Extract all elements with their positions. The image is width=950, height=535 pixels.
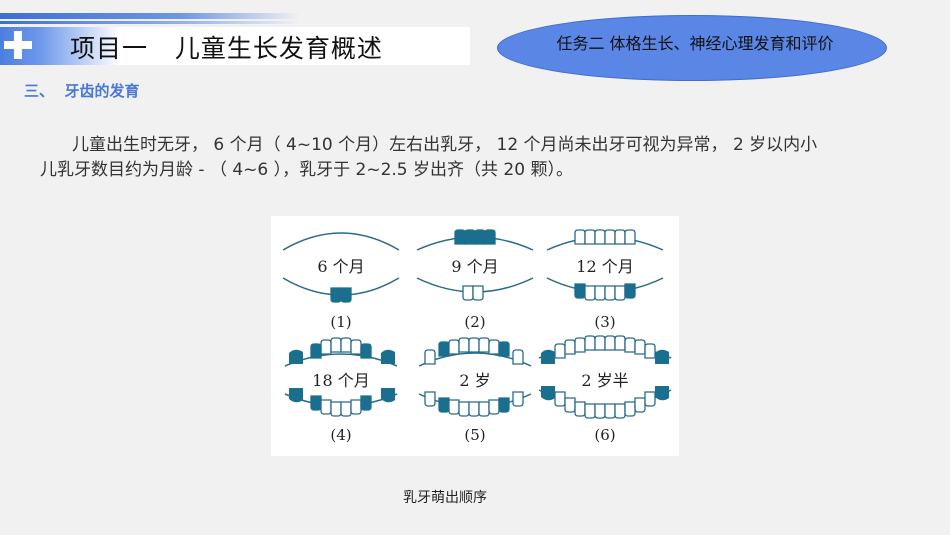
panel-3: 12 个月 (3) [546, 229, 664, 331]
task-title: 任务二 体格生长、神经心理发育和评价 [556, 34, 834, 53]
teeth-diagram: 6 个月 (1) 9 个月 (2) [282, 229, 672, 444]
page-title: 项目一 儿童生长发育概述 [70, 34, 383, 63]
header-bar [0, 27, 470, 65]
panel-1-number: (1) [330, 313, 351, 331]
panel-5-label: 2 岁 [459, 371, 490, 390]
panel-4: 18 个月 (4) [284, 337, 398, 444]
body-paragraph: 儿童出生时无牙， 6 个月（ 4~10 个月）左右出乳牙， 12 个月尚未出牙可… [40, 135, 818, 180]
panel-3-label: 12 个月 [576, 257, 633, 276]
panel-6-label: 2 岁半 [581, 371, 628, 390]
panel-6-number: (6) [594, 426, 615, 444]
header-stripe-thin [0, 21, 300, 24]
plus-icon [4, 31, 32, 59]
panel-2: 9 个月 (2) [416, 229, 534, 331]
panel-1-label: 6 个月 [317, 257, 364, 276]
figure-caption: 乳牙萌出顺序 [403, 490, 487, 506]
panel-1: 6 个月 (1) [282, 232, 400, 331]
panel-5: 2 岁 (5) [418, 337, 532, 444]
teeth-eruption-figure: 6 个月 (1) 9 个月 (2) [271, 216, 679, 456]
panel-5-number: (5) [464, 426, 485, 444]
panel-6: 2 岁半 (6) [538, 335, 672, 444]
panel-2-label: 9 个月 [451, 257, 498, 276]
panel-4-label: 18 个月 [312, 371, 369, 390]
panel-3-number: (3) [594, 313, 615, 331]
header-stripe [0, 13, 300, 19]
task-badge [497, 15, 887, 81]
panel-2-number: (2) [464, 313, 485, 331]
section-heading: 三、 牙齿的发育 [24, 82, 140, 100]
panel-4-number: (4) [330, 426, 351, 444]
